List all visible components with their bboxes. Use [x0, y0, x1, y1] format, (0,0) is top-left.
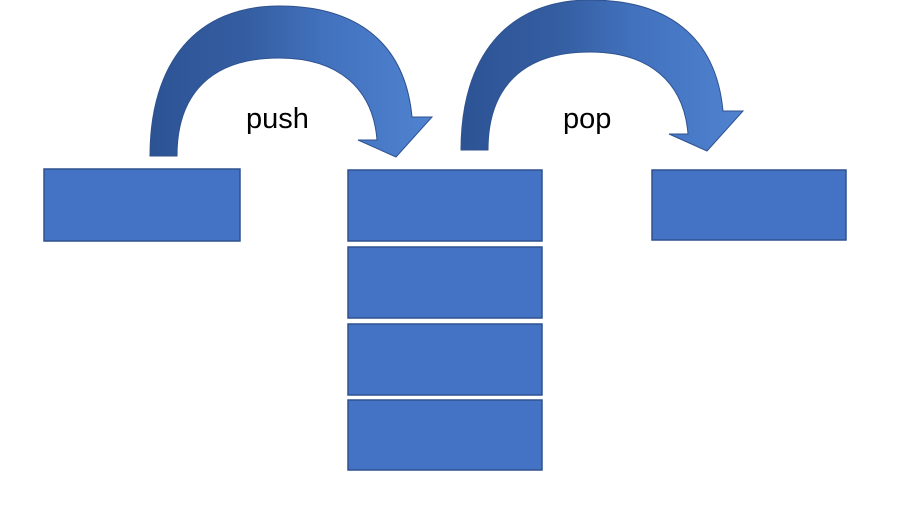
stack-box[interactable]	[347, 323, 543, 396]
stack-box[interactable]	[43, 168, 241, 242]
pop-arrow-shape	[460, 0, 745, 152]
left-stack	[43, 168, 241, 242]
stack-box[interactable]	[651, 169, 847, 241]
push-arrow-shape	[149, 5, 434, 158]
stack-box[interactable]	[347, 169, 543, 242]
right-stack	[651, 169, 847, 241]
push-arrow[interactable]	[149, 5, 434, 158]
pop-label: pop	[563, 103, 611, 135]
middle-stack	[347, 169, 543, 471]
push-label: push	[246, 103, 309, 135]
stack-box[interactable]	[347, 246, 543, 319]
stack-box[interactable]	[347, 399, 543, 471]
pop-arrow[interactable]	[460, 0, 745, 152]
